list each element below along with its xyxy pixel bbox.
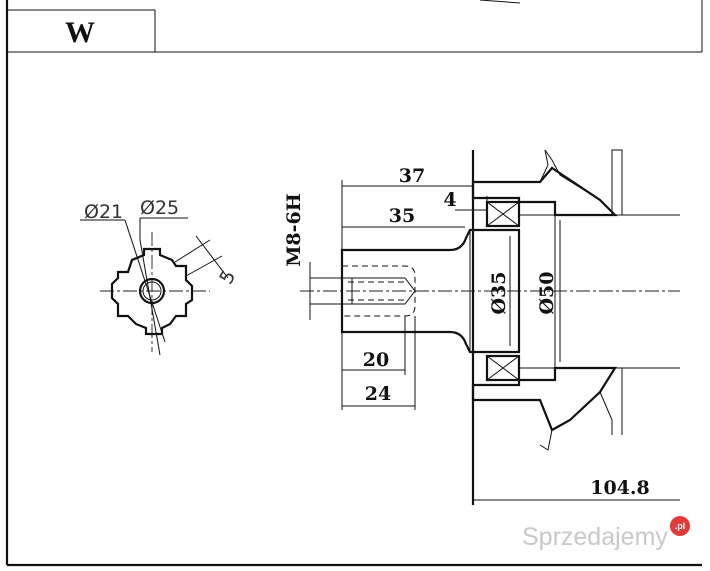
end-view: Ø21 Ø25 5: [80, 197, 240, 356]
dim-35-label: 35: [389, 205, 415, 227]
thread-spec-label: M8-6H: [283, 193, 305, 266]
watermark-text: Sprzedajemy: [522, 523, 668, 551]
dim-24-label: 24: [365, 383, 391, 405]
dia-25-label: Ø25: [140, 197, 179, 219]
title-letter: W: [65, 16, 95, 49]
dim-overall-label: 104.8: [590, 477, 650, 499]
dia-35-label: Ø35: [488, 272, 510, 315]
dim-20-label: 20: [363, 349, 389, 371]
watermark-badge-label: .pl: [675, 521, 686, 531]
dia-21-label: Ø21: [84, 201, 123, 223]
watermark-badge-icon: [670, 516, 690, 536]
key-width-label: 5: [215, 266, 240, 287]
dim-37-label: 37: [399, 165, 425, 187]
side-view: M8-6H 37 4 35 20 24 Ø35 Ø50 104.8: [283, 149, 680, 505]
title-block: W: [6, 9, 156, 53]
dim-4-label: 4: [443, 189, 456, 211]
watermark: Sprzedajemy .pl: [522, 516, 690, 551]
dia-50-label: Ø50: [536, 272, 558, 315]
